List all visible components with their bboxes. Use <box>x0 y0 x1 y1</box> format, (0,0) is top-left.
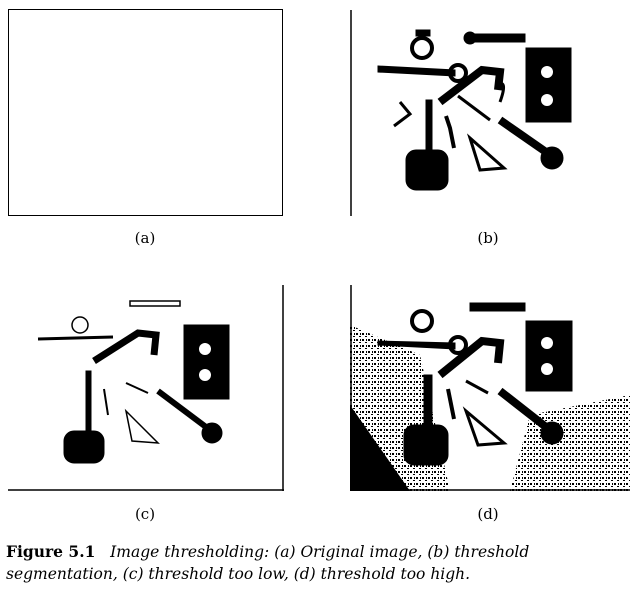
panel-b-label: (b) <box>477 229 499 247</box>
threshold-high-illustration <box>350 285 630 491</box>
threshold-low-illustration <box>8 285 284 491</box>
segmented-objects-illustration <box>350 10 572 216</box>
figure-caption: Figure 5.1 Image thresholding: (a) Origi… <box>6 541 630 585</box>
figure-caption-text: Image thresholding: (a) Original image, … <box>6 543 530 583</box>
panel-c-threshold-too-low <box>8 285 284 491</box>
panel-c-label: (c) <box>134 505 156 523</box>
figure-label: Figure 5.1 <box>6 542 96 561</box>
panel-b-threshold-segmentation <box>350 10 630 216</box>
panel-d-label: (d) <box>477 505 499 523</box>
panel-a-label: (a) <box>134 229 156 247</box>
panel-a-original-image <box>8 9 283 216</box>
panel-d-threshold-too-high <box>350 285 630 491</box>
